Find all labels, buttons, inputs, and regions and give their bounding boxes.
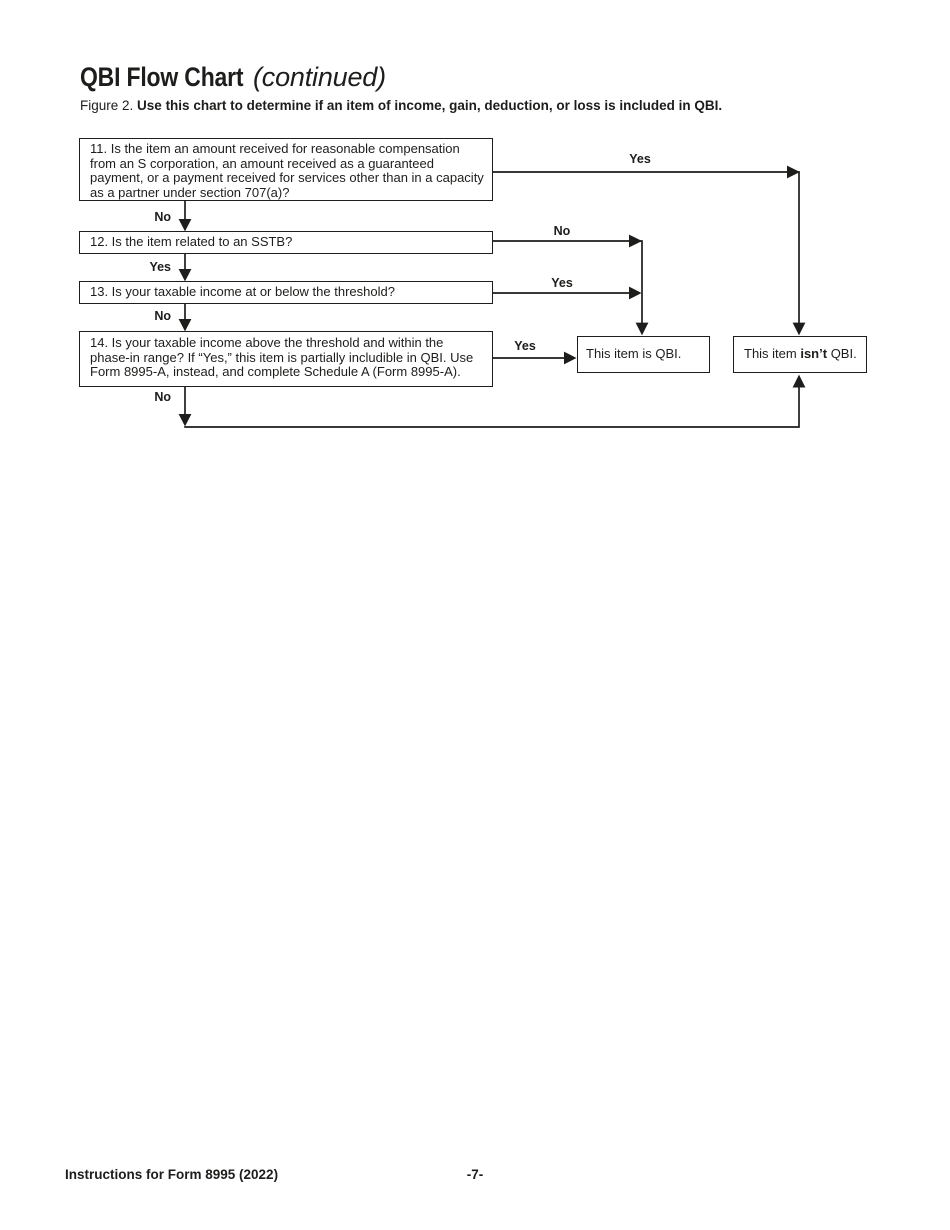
footer-page-number: -7- (466, 1167, 484, 1182)
branch-label-q13-no: No (154, 309, 171, 323)
branch-label-q14-no: No (154, 390, 171, 404)
arrow-q14-no (178, 374, 806, 428)
result-isnt-qbi-emphasis: isn’t (800, 346, 828, 362)
figure-caption: Figure 2. Use this chart to determine if… (80, 98, 722, 113)
question-13-text: 13. Is your taxable income at or below t… (90, 284, 395, 300)
question-11-text: 11. Is the item an amount received for r… (90, 141, 484, 200)
flow-box-result-is-qbi: This item is QBI. (577, 336, 710, 373)
flow-box-question-14: 14. Is your taxable income above the thr… (79, 331, 493, 387)
arrow-q14-yes (493, 351, 577, 365)
flow-box-result-isnt-qbi: This item isn’t QBI. (733, 336, 867, 373)
figure-label: Figure 2. (80, 98, 134, 113)
arrow-q12-no (493, 234, 649, 336)
flow-box-question-13: 13. Is your taxable income at or below t… (79, 281, 493, 304)
footer-document-title: Instructions for Form 8995 (2022) (65, 1167, 279, 1182)
arrow-q13-yes (493, 286, 642, 300)
result-isnt-qbi-suffix: QBI. (827, 346, 857, 362)
branch-label-q14-yes: Yes (514, 339, 536, 353)
branch-label-q11-yes: Yes (629, 152, 651, 166)
branch-label-q12-no: No (553, 224, 571, 238)
question-12-text: 12. Is the item related to an SSTB? (90, 234, 293, 250)
result-is-qbi-text: This item is QBI. (586, 346, 682, 362)
page-title-continued: (continued) (253, 62, 386, 92)
page-title: QBI Flow Chart (80, 62, 244, 92)
arrow-q12-yes (178, 254, 192, 282)
result-isnt-qbi-prefix: This item (744, 346, 801, 362)
branch-label-q12-yes: Yes (149, 260, 171, 274)
arrow-q11-yes (493, 165, 806, 336)
branch-label-q13-yes: Yes (551, 276, 573, 290)
question-14-text: 14. Is your taxable income above the thr… (90, 335, 474, 380)
branch-label-q11-no: No (154, 210, 171, 224)
result-isnt-qbi-text: This item isn’t QBI. (744, 346, 857, 362)
arrow-q11-no (178, 201, 192, 232)
flow-box-question-12: 12. Is the item related to an SSTB? (79, 231, 493, 254)
figure-caption-text: Use this chart to determine if an item o… (137, 98, 723, 113)
arrow-q13-no (178, 304, 192, 332)
flow-box-question-11: 11. Is the item an amount received for r… (79, 138, 493, 201)
